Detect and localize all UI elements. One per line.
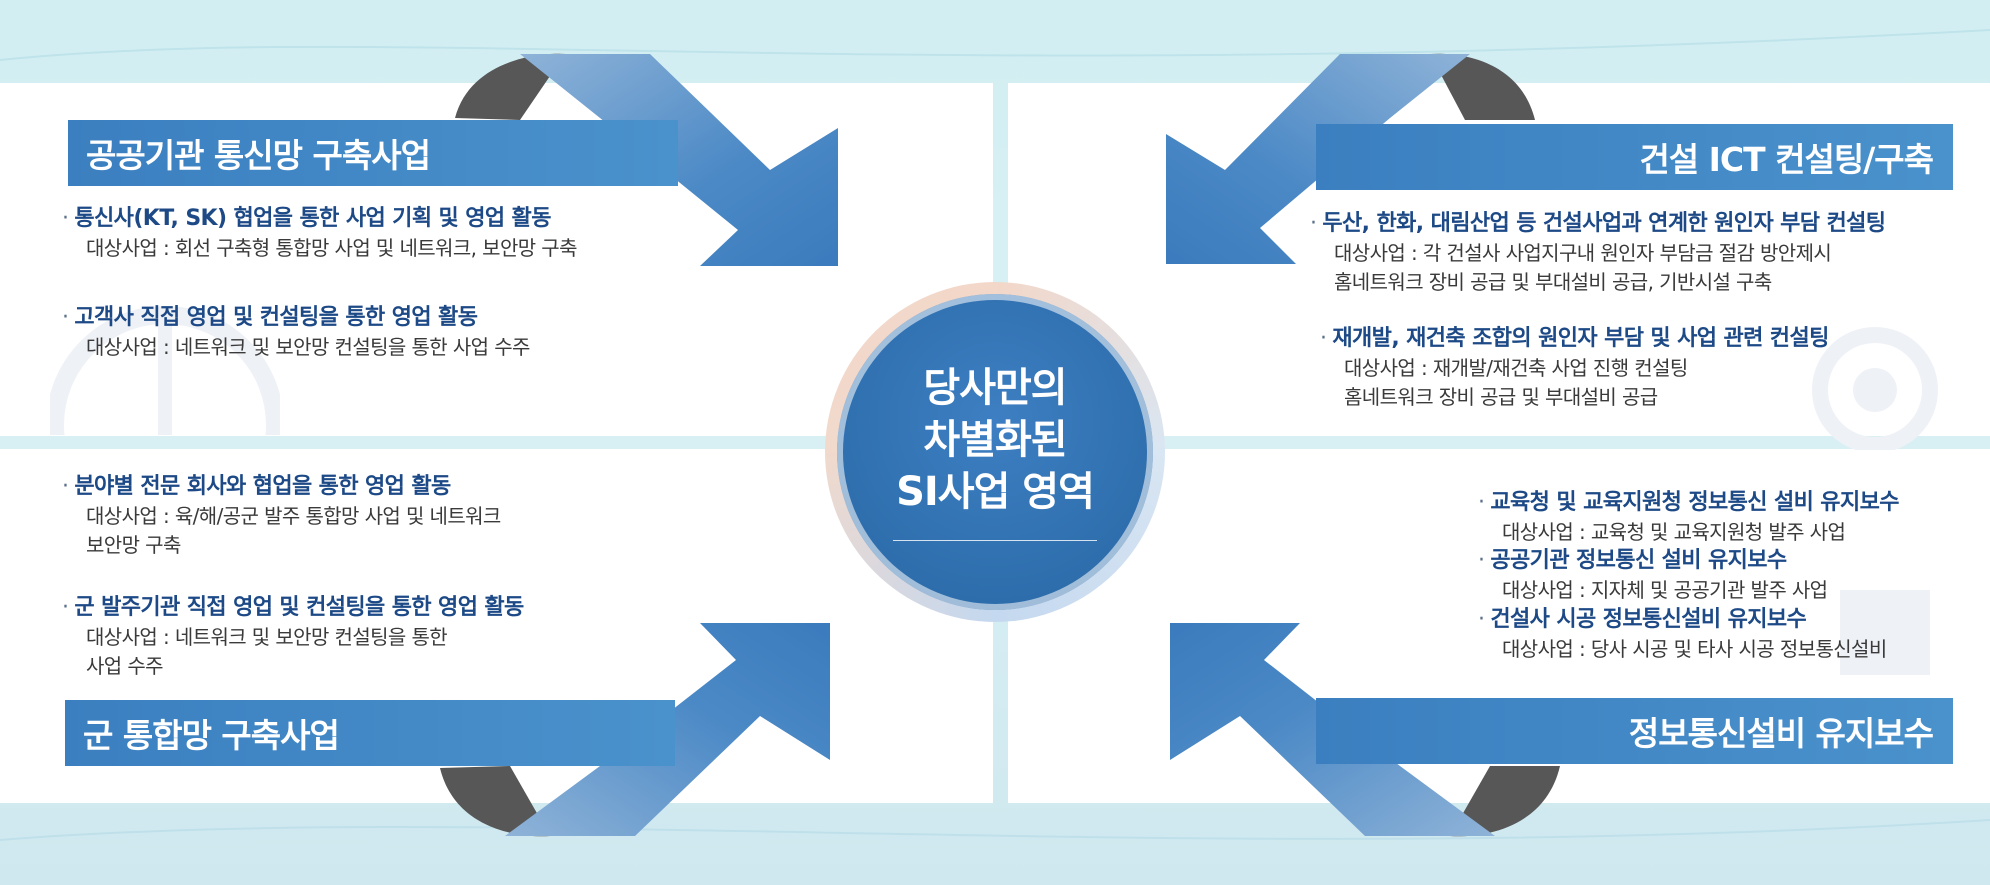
arrow-top-right-curl — [1430, 53, 1535, 120]
center-title-line-2: 차별화된 — [923, 417, 1067, 463]
tr-item-1-sub2: 홈네트워크 장비 공급 및 부대설비 공급, 기반시설 구축 — [1334, 270, 1772, 294]
tl-item-2-sub: 대상사업 : 네트워크 및 보안망 컨설팅을 통한 사업 수주 — [86, 335, 530, 359]
title-bottom-left: 군 통합망 구축사업 — [83, 716, 340, 755]
title-bottom-right: 정보통신설비 유지보수 — [1628, 714, 1934, 753]
title-top-left: 공공기관 통신망 구축사업 — [86, 136, 431, 175]
tr-item-1-sub1: 대상사업 : 각 건설사 사업지구내 원인자 부담금 절감 방안제시 — [1334, 241, 1832, 265]
gear-icon-ring — [1812, 327, 1938, 450]
tr-item-1-head: 두산, 한화, 대림산업 등 건설사업과 연계한 원인자 부담 컨설팅 — [1310, 209, 1886, 239]
center-circle-disc — [837, 294, 1153, 610]
br-item-1: 교육청 및 교육지원청 정보통신 설비 유지보수 대상사업 : 교육청 및 교육… — [1478, 488, 1899, 547]
tl-item-1-head: 통신사(KT, SK) 협업을 통한 사업 기획 및 영업 활동 — [62, 204, 577, 234]
tr-item-1: 두산, 한화, 대림산업 등 건설사업과 연계한 원인자 부담 컨설팅 대상사업… — [1310, 209, 1886, 297]
tr-item-2-sub2: 홈네트워크 장비 공급 및 부대설비 공급 — [1344, 385, 1658, 409]
bl-item-2-sub1: 대상사업 : 네트워크 및 보안망 컨설팅을 통한 — [86, 625, 448, 649]
br-item-1-sub: 대상사업 : 교육청 및 교육지원청 발주 사업 — [1502, 520, 1846, 544]
br-item-2-sub: 대상사업 : 지자체 및 공공기관 발주 사업 — [1502, 578, 1828, 602]
arrow-bottom-right-curl — [1450, 766, 1560, 837]
br-item-2-head: 공공기관 정보통신 설비 유지보수 — [1478, 546, 1827, 576]
center-circle: 당사만의 차별화된 SI사업 영역 — [825, 282, 1165, 622]
bl-item-1: 분야별 전문 회사와 협업을 통한 영업 활동 대상사업 : 육/해/공군 발주… — [62, 472, 501, 560]
title-bar-bottom-left: 군 통합망 구축사업 — [65, 700, 675, 766]
tr-item-2: 재개발, 재건축 조합의 원인자 부담 및 사업 관련 컨설팅 대상사업 : 재… — [1320, 324, 1829, 412]
center-underline — [893, 540, 1097, 541]
background-wave-top — [0, 29, 1990, 61]
tr-item-2-head: 재개발, 재건축 조합의 원인자 부담 및 사업 관련 컨설팅 — [1320, 324, 1829, 354]
tr-item-2-sub1: 대상사업 : 재개발/재건축 사업 진행 컨설팅 — [1344, 356, 1688, 380]
br-item-2: 공공기관 정보통신 설비 유지보수 대상사업 : 지자체 및 공공기관 발주 사… — [1478, 546, 1828, 605]
bl-item-2-head: 군 발주기관 직접 영업 및 컨설팅을 통한 영업 활동 — [62, 593, 524, 623]
bl-item-1-sub1: 대상사업 : 육/해/공군 발주 통합망 사업 및 네트워크 — [86, 504, 501, 528]
bl-item-1-sub2: 보안망 구축 — [86, 533, 181, 557]
center-title: 당사만의 차별화된 SI사업 영역 — [837, 362, 1153, 518]
tl-item-2: 고객사 직접 영업 및 컨설팅을 통한 영업 활동 대상사업 : 네트워크 및 … — [62, 303, 530, 362]
gear-icon-hub — [1853, 368, 1897, 412]
tl-item-1-sub: 대상사업 : 회선 구축형 통합망 사업 및 네트워크, 보안망 구축 — [86, 236, 578, 260]
br-item-3-head: 건설사 시공 정보통신설비 유지보수 — [1478, 605, 1887, 635]
bl-item-1-head: 분야별 전문 회사와 협업을 통한 영업 활동 — [62, 472, 501, 502]
background-wave-bottom — [0, 819, 1990, 841]
arrow-bottom-left-curl — [440, 766, 550, 837]
tl-item-2-head: 고객사 직접 영업 및 컨설팅을 통한 영업 활동 — [62, 303, 530, 333]
arrow-top-left-curl — [455, 53, 565, 120]
center-title-line-3: SI사업 영역 — [896, 469, 1095, 515]
br-item-1-head: 교육청 및 교육지원청 정보통신 설비 유지보수 — [1478, 488, 1899, 518]
center-title-line-1: 당사만의 — [923, 365, 1067, 411]
br-item-3-sub: 대상사업 : 당사 시공 및 타사 시공 정보통신설비 — [1502, 637, 1887, 661]
arrow-top-left-band — [520, 54, 838, 266]
title-top-right: 건설 ICT 컨설팅/구축 — [1639, 140, 1934, 179]
br-item-3: 건설사 시공 정보통신설비 유지보수 대상사업 : 당사 시공 및 타사 시공 … — [1478, 605, 1887, 664]
gear-icon — [1812, 327, 1938, 450]
bl-item-2: 군 발주기관 직접 영업 및 컨설팅을 통한 영업 활동 대상사업 : 네트워크… — [62, 593, 524, 681]
title-bar-top-right: 건설 ICT 컨설팅/구축 — [1316, 124, 1953, 190]
tl-item-1: 통신사(KT, SK) 협업을 통한 사업 기획 및 영업 활동 대상사업 : … — [62, 204, 577, 263]
title-bar-bottom-right: 정보통신설비 유지보수 — [1316, 698, 1953, 764]
title-bar-top-left: 공공기관 통신망 구축사업 — [68, 120, 678, 186]
bl-item-2-sub2: 사업 수주 — [86, 654, 164, 678]
